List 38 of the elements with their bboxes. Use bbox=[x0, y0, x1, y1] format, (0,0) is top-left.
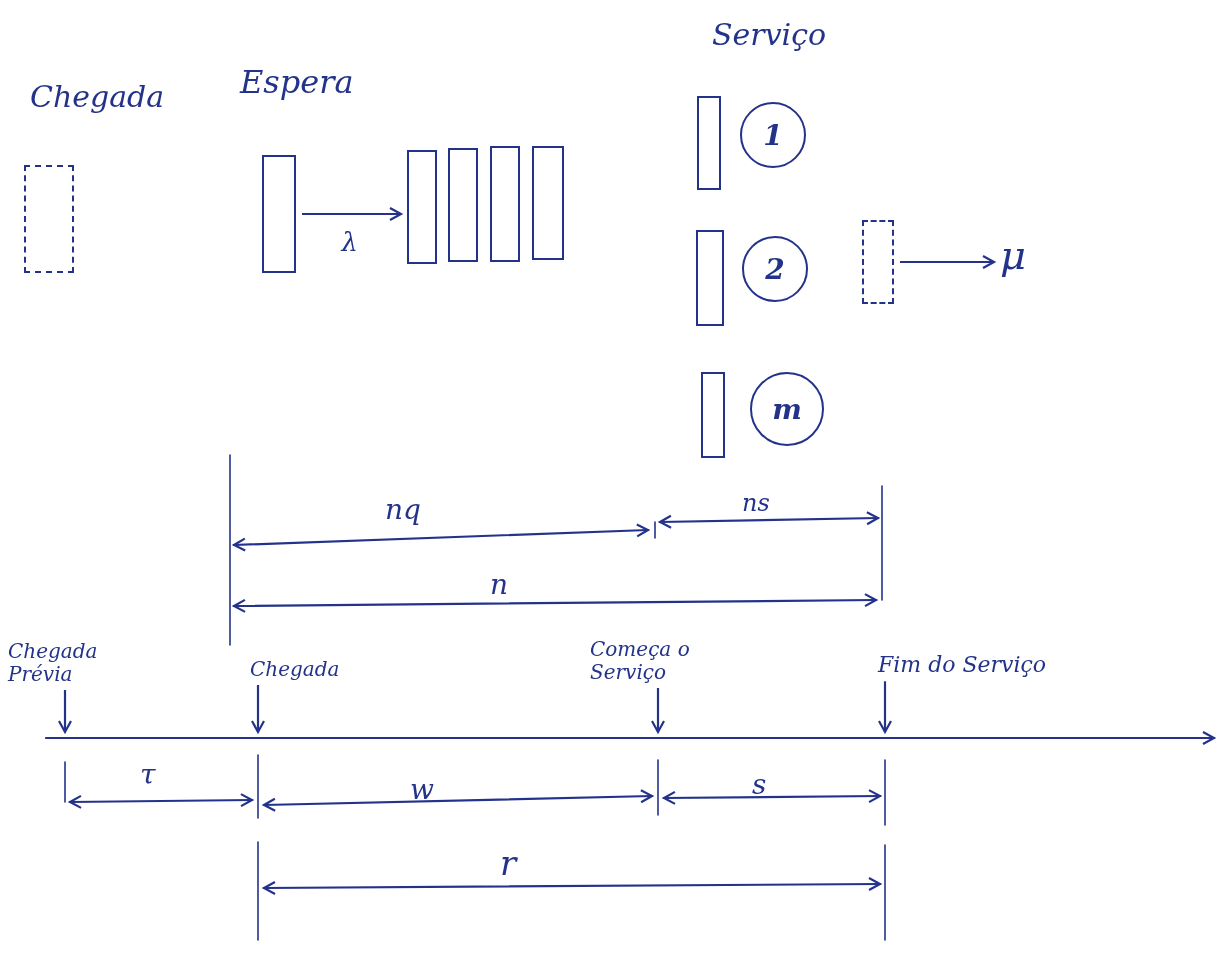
server-number: m bbox=[772, 392, 802, 426]
server-number: 2 bbox=[765, 252, 785, 286]
arrow bbox=[57, 690, 73, 734]
server-number: 1 bbox=[763, 118, 783, 152]
column-heading: Espera bbox=[240, 65, 354, 101]
rate-symbol: μ bbox=[1000, 232, 1050, 278]
queue-box bbox=[407, 150, 437, 264]
server-circle bbox=[742, 236, 808, 302]
time-axis bbox=[45, 731, 1217, 745]
server-queue-box bbox=[701, 372, 725, 458]
customer-box bbox=[262, 155, 296, 273]
column-heading: Serviço bbox=[712, 18, 827, 51]
arrow bbox=[900, 254, 996, 270]
event-label: Fim do Serviço bbox=[878, 652, 1108, 678]
queue-box bbox=[532, 146, 564, 260]
dimension-label: r bbox=[500, 845, 517, 883]
dimension-label: n bbox=[490, 570, 509, 601]
server-circle bbox=[750, 372, 824, 446]
event-label: Chegada Prévia bbox=[8, 640, 118, 686]
customer-box bbox=[862, 220, 894, 304]
customer-box bbox=[24, 165, 74, 273]
arrow bbox=[302, 206, 403, 222]
dimension-label: nq bbox=[385, 495, 421, 526]
dimension-label: τ bbox=[140, 760, 156, 791]
arrow bbox=[877, 681, 893, 734]
arrow bbox=[650, 688, 666, 734]
dimension-label: w bbox=[410, 775, 434, 806]
server-queue-box bbox=[696, 230, 724, 326]
column-heading: Chegada bbox=[30, 80, 165, 113]
dimension-label: s bbox=[752, 770, 767, 801]
dimension-label: ns bbox=[742, 490, 770, 517]
event-label: Começa o Serviço bbox=[590, 638, 740, 684]
queue-box bbox=[490, 146, 520, 262]
arrow bbox=[250, 685, 266, 734]
event-label: Chegada bbox=[250, 658, 350, 681]
server-circle bbox=[740, 102, 806, 168]
queue-box bbox=[448, 148, 478, 262]
server-queue-box bbox=[697, 96, 721, 190]
